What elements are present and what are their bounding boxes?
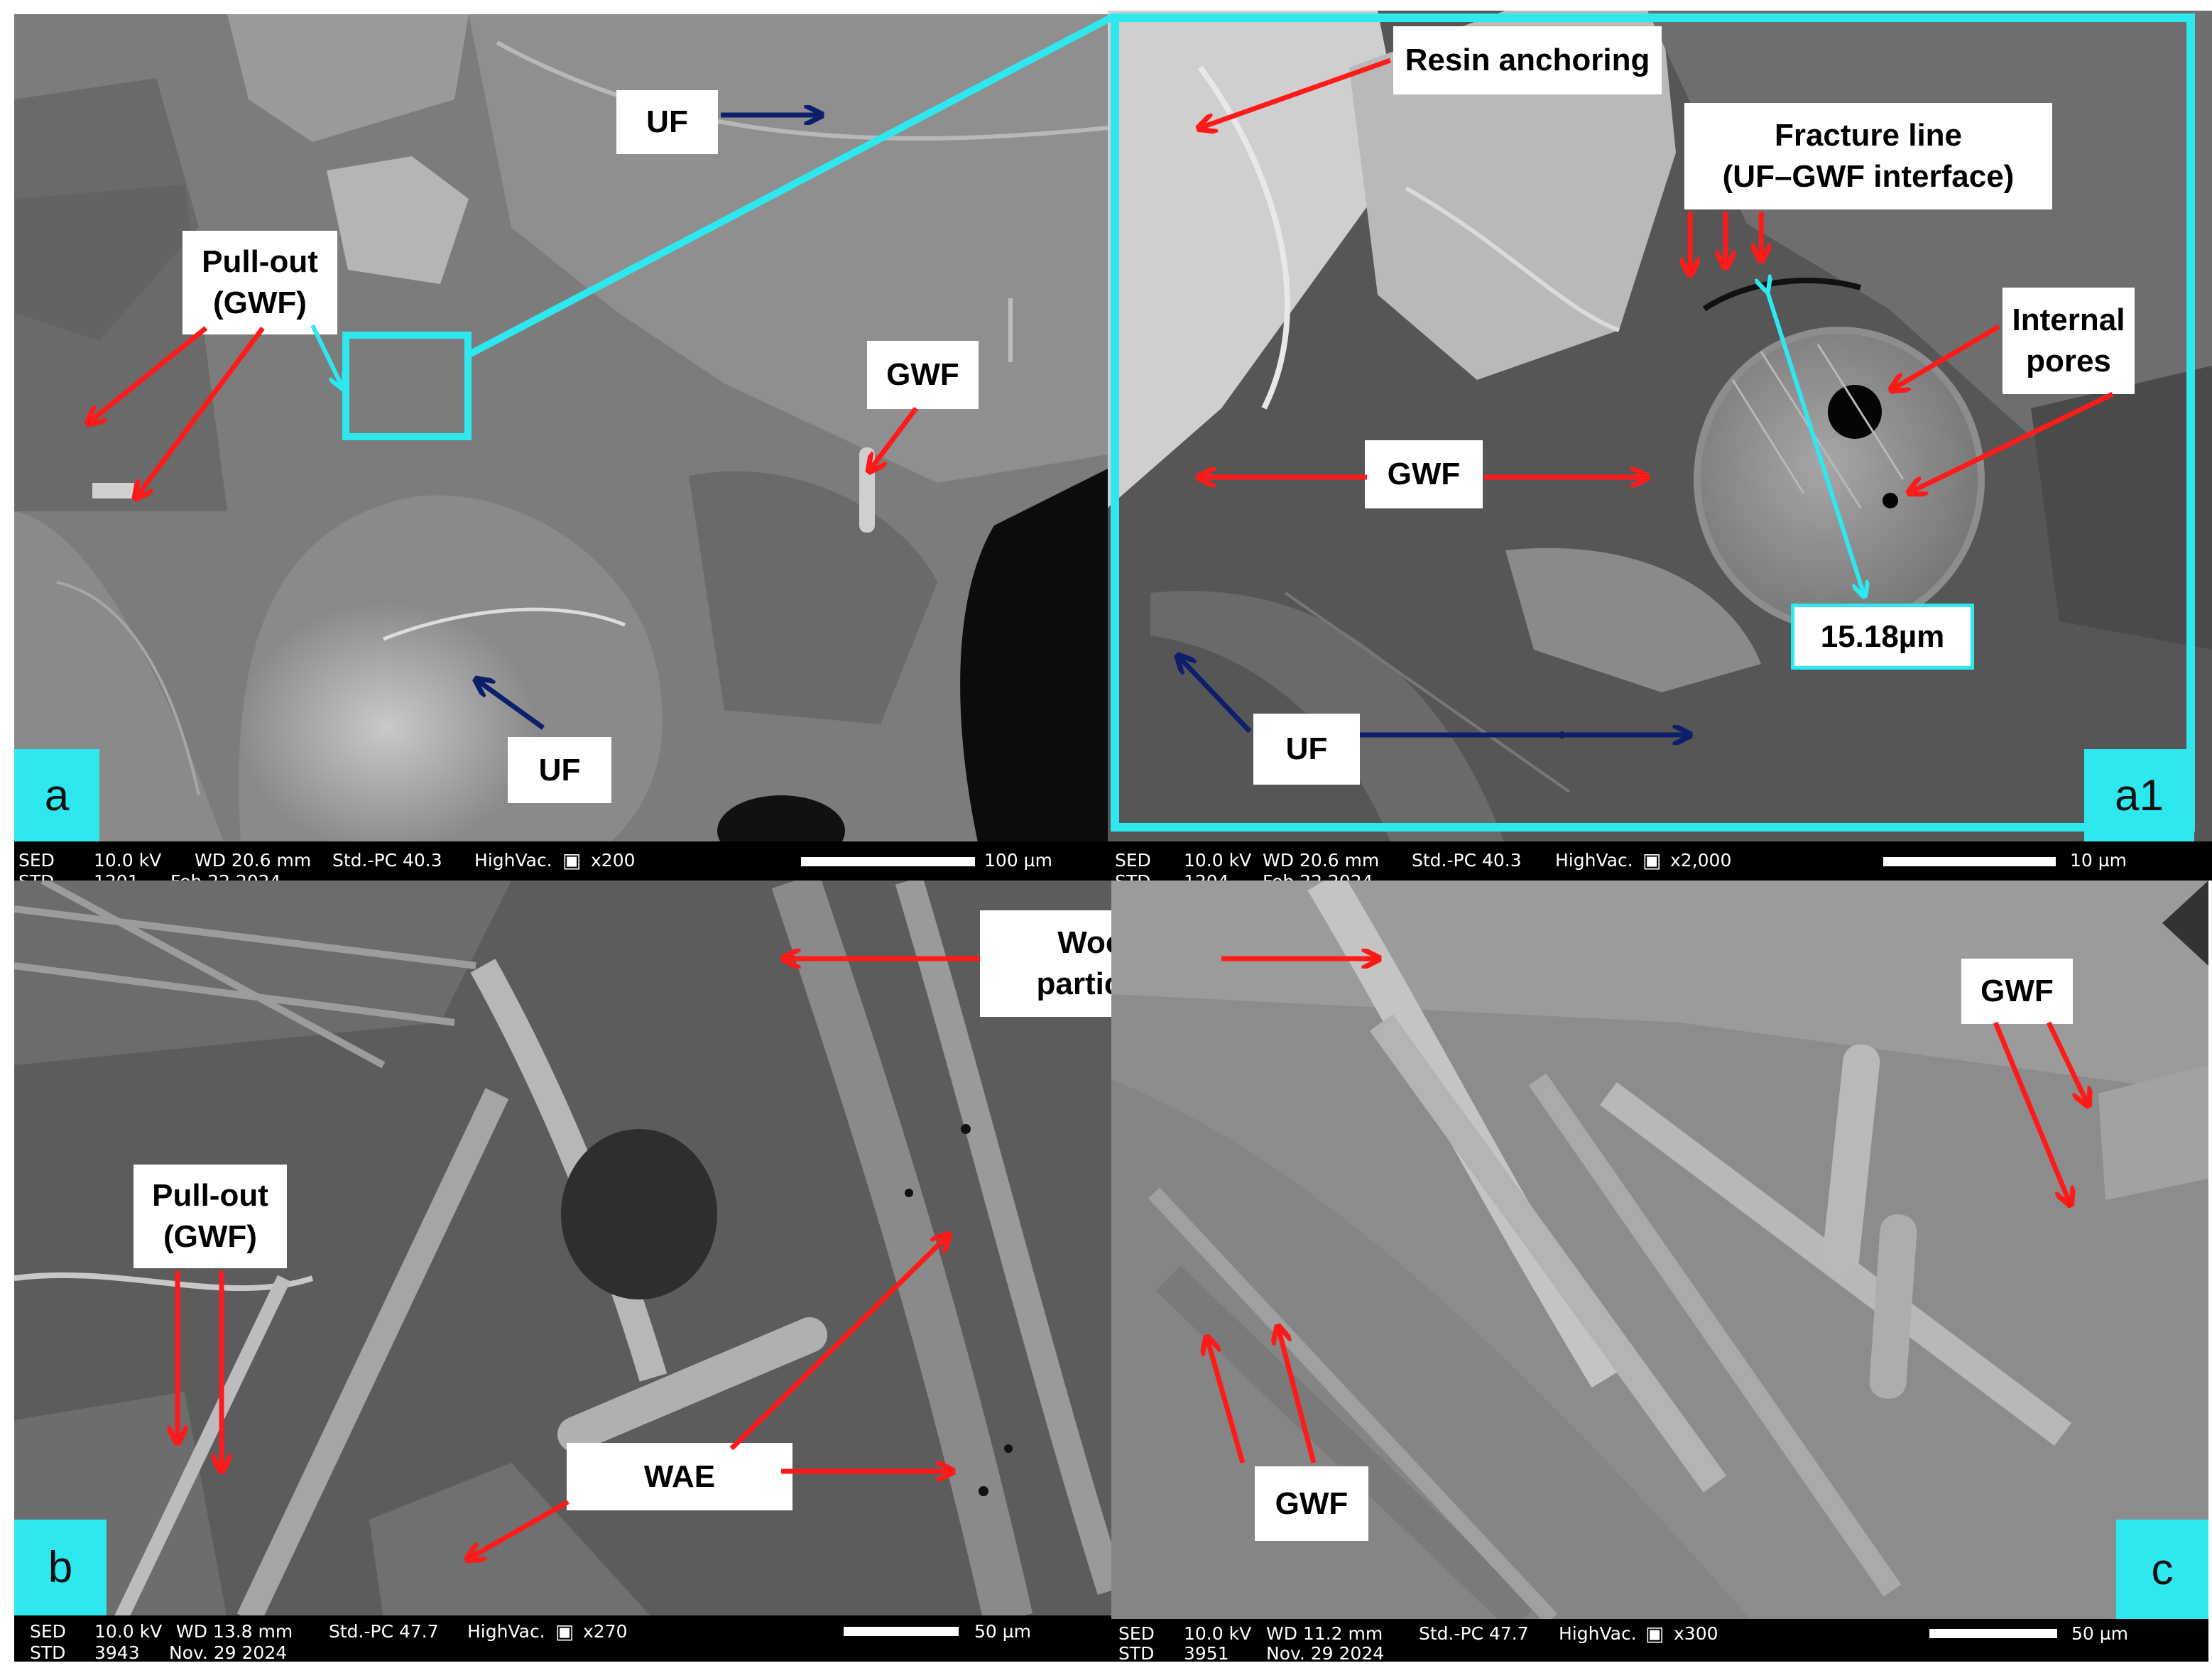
detector-label: SED xyxy=(18,850,55,871)
panel-c: c SED 10.0 kV WD 11.2 mm Std.-PC 47.7 Hi… xyxy=(1111,881,2208,1662)
arrow-gwf-c-1 xyxy=(1993,1021,2070,1204)
arrow-pores-1 xyxy=(1892,324,2000,389)
diameter-line xyxy=(1767,290,1864,595)
arrow-wae-left xyxy=(469,1499,570,1559)
label-gwf-c-top: GWF xyxy=(1961,959,2073,1024)
magnification-label: x200 xyxy=(591,850,636,871)
scale-bar xyxy=(1929,1629,2057,1638)
arrow-pullout-a-cyan xyxy=(310,324,342,387)
detector-label: SED xyxy=(1118,1623,1155,1644)
label-wae: WAE xyxy=(567,1443,792,1510)
magnification-label: x270 xyxy=(583,1621,628,1642)
date-label: Nov. 29 2024 xyxy=(1266,1643,1385,1662)
date-label: Nov. 29 2024 xyxy=(169,1642,288,1662)
date-label: Feb 22 2024 xyxy=(170,871,281,881)
camera-icon: ▣ xyxy=(555,1620,574,1643)
voltage-label: 10.0 kV xyxy=(1184,850,1252,871)
label-diameter: 15.18µm xyxy=(1791,604,1974,670)
probe-current-label: Std.-PC 40.3 xyxy=(1412,850,1522,871)
label-pullout-b: Pull-out (GWF) xyxy=(134,1165,287,1268)
info-bar-c: SED 10.0 kV WD 11.2 mm Std.-PC 47.7 High… xyxy=(1111,1619,2208,1662)
label-gwf-a: GWF xyxy=(867,341,979,409)
label-resin-anchoring: Resin anchoring xyxy=(1393,26,1662,94)
arrow-pullout-a-1 xyxy=(89,326,208,423)
image-number-label: 3943 xyxy=(94,1642,140,1662)
info-bar-a1: SED 10.0 kV WD 20.6 mm Std.-PC 40.3 High… xyxy=(1108,841,2212,881)
panel-b: b SED 10.0 kV WD 13.8 mm Std.-PC 47.7 Hi… xyxy=(14,881,1111,1662)
panel-letter-a1: a1 xyxy=(2084,749,2194,841)
std-label: STD xyxy=(30,1642,66,1662)
probe-current-label: Std.-PC 47.7 xyxy=(1419,1623,1529,1644)
zoom-box xyxy=(342,332,472,440)
label-wood-particles: Wood particles xyxy=(980,910,1111,1017)
vacuum-label: HighVac. xyxy=(1555,850,1633,871)
label-pullout-a: Pull-out (GWF) xyxy=(182,231,337,334)
arrow-gwf-c-4 xyxy=(1278,1328,1317,1463)
panel-a: a SED 10.0 kV WD 20.6 mm Std.-PC 40.3 Hi… xyxy=(14,14,1108,881)
working-distance-label: WD 20.6 mm xyxy=(1263,850,1380,871)
arrow-gwf-a xyxy=(870,406,918,470)
arrow-pullout-a-2 xyxy=(136,326,265,497)
working-distance-label: WD 13.8 mm xyxy=(176,1621,293,1642)
scale-bar xyxy=(801,857,975,866)
label-uf-bottom: UF xyxy=(508,737,611,803)
panel-letter-b: b xyxy=(14,1520,107,1615)
label-gwf-c-bottom: GWF xyxy=(1255,1466,1368,1541)
arrow-uf-a1-diag xyxy=(1179,657,1252,734)
arrow-gwf-c-3 xyxy=(1207,1339,1246,1463)
detector-label: SED xyxy=(30,1621,66,1642)
arrow-wae-up xyxy=(729,1236,948,1451)
arrow-pores-2 xyxy=(1910,391,2114,492)
scale-label: 10 µm xyxy=(2070,850,2127,871)
probe-current-label: Std.-PC 47.7 xyxy=(329,1621,439,1642)
probe-current-label: Std.-PC 40.3 xyxy=(332,850,442,871)
voltage-label: 10.0 kV xyxy=(94,1621,163,1642)
voltage-label: 10.0 kV xyxy=(1184,1623,1252,1644)
scale-bar xyxy=(1883,857,2056,866)
info-bar-b: SED 10.0 kV WD 13.8 mm Std.-PC 47.7 High… xyxy=(14,1615,1111,1662)
zoom-connector xyxy=(466,12,1117,359)
label-gwf-a1: GWF xyxy=(1365,440,1483,508)
std-label: STD xyxy=(18,871,54,881)
image-number-label: 1204 xyxy=(1184,871,1229,881)
std-label: STD xyxy=(1115,871,1150,881)
voltage-label: 10.0 kV xyxy=(94,850,162,871)
arrow-uf-bottom xyxy=(477,680,545,730)
panel-letter-a: a xyxy=(14,749,99,841)
image-number-label: 1201 xyxy=(94,871,139,881)
label-internal-pores: Internal pores xyxy=(2003,288,2135,394)
date-label: Feb 22 2024 xyxy=(1263,871,1373,881)
scale-label: 50 µm xyxy=(974,1621,1032,1642)
working-distance-label: WD 11.2 mm xyxy=(1266,1623,1383,1644)
vacuum-label: HighVac. xyxy=(1559,1623,1637,1644)
camera-icon: ▣ xyxy=(1642,849,1662,872)
scale-label: 100 µm xyxy=(984,850,1052,871)
label-uf-a1: UF xyxy=(1253,714,1360,785)
camera-icon: ▣ xyxy=(1645,1622,1665,1645)
magnification-label: x2,000 xyxy=(1670,850,1732,871)
scale-bar xyxy=(844,1627,959,1636)
magnification-label: x300 xyxy=(1674,1623,1718,1644)
detector-label: SED xyxy=(1115,850,1151,871)
info-bar-a: SED 10.0 kV WD 20.6 mm Std.-PC 40.3 High… xyxy=(14,841,1108,881)
std-label: STD xyxy=(1118,1643,1155,1662)
image-number-label: 3951 xyxy=(1184,1643,1229,1662)
vacuum-label: HighVac. xyxy=(467,1621,545,1642)
vacuum-label: HighVac. xyxy=(474,850,552,871)
label-fracture-line: Fracture line (UF–GWF interface) xyxy=(1684,103,2052,209)
arrow-gwf-c-2 xyxy=(2046,1021,2088,1104)
panel-letter-c: c xyxy=(2116,1520,2208,1619)
camera-icon: ▣ xyxy=(562,849,582,872)
scale-label: 50 µm xyxy=(2071,1623,2129,1644)
arrow-resin xyxy=(1200,58,1392,128)
working-distance-label: WD 20.6 mm xyxy=(195,850,312,871)
label-uf-top: UF xyxy=(616,90,718,154)
